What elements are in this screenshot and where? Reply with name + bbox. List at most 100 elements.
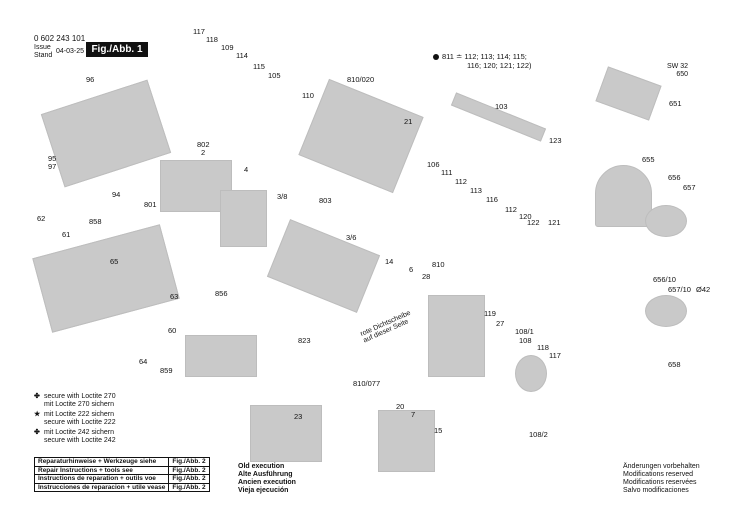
note-811-line1: 811 ≐ 112; 113; 114; 115;: [442, 52, 527, 61]
callout-95: 95: [48, 154, 57, 163]
wrench-size: SW 32: [667, 63, 689, 70]
fan-baffle-part: [220, 190, 267, 247]
callout-7: 7: [411, 410, 416, 419]
callout-657: 657: [683, 183, 696, 192]
repair-text: Repair Instructions + tools see: [33, 465, 170, 475]
callout-121: 121: [548, 218, 561, 227]
callout-21: 21: [404, 117, 413, 126]
spindle-part: [450, 92, 547, 142]
callout-112-b: 112: [505, 205, 517, 214]
callout-3-8: 3/8: [277, 192, 288, 201]
callout-122: 122: [527, 218, 540, 227]
document-code: 0 602 243 101: [34, 34, 86, 43]
note-811: 811 ≐ 112; 113; 114; 115; 116; 120; 121;…: [433, 52, 532, 70]
flange-nut-alt-part: [645, 295, 687, 327]
bearing-flange-part: [428, 295, 485, 377]
legend-270-line1: secure with Loctite 270: [44, 393, 116, 400]
callout-655: 655: [642, 155, 655, 164]
callout-859: 859: [160, 366, 173, 375]
callout-63: 63: [170, 292, 179, 301]
callout-810: 810: [432, 260, 445, 269]
callout-15: 15: [434, 426, 443, 435]
callout-4: 4: [244, 165, 249, 174]
callout-802: 802: [197, 140, 210, 149]
wrench-part-651: 651: [669, 99, 682, 108]
callout-657-10: 657/10: [668, 285, 691, 294]
callout-656: 656: [668, 173, 681, 182]
issue-label: Issue: [34, 44, 51, 51]
callout-117: 117: [193, 27, 205, 36]
handle-part: [32, 224, 180, 333]
field-coil-part: [160, 160, 232, 212]
repair-text: Instructions de reparation + outils voe: [33, 474, 170, 484]
armature-part: [266, 219, 381, 313]
callout-117-b: 117: [549, 351, 561, 360]
callout-6: 6: [409, 265, 414, 274]
callout-108-2: 108/2: [529, 430, 548, 439]
figure-label: Fig./Abb. 1: [86, 42, 148, 57]
repair-fig: Fig./Abb. 2: [168, 474, 210, 484]
loctite-222-icon: ★: [34, 411, 41, 418]
filled-dot-icon: [433, 54, 439, 61]
callout-61: 61: [62, 230, 71, 239]
callout-14: 14: [385, 257, 394, 266]
gear-cover-part: [378, 410, 435, 472]
callout-118: 118: [206, 35, 218, 44]
modifications-note: Änderungen vorbehalten Modifications res…: [623, 463, 700, 495]
motor-housing-part: [40, 79, 172, 188]
repair-fig: Fig./Abb. 2: [168, 482, 210, 492]
pinion-part: [515, 355, 547, 392]
callout-856: 856: [215, 289, 228, 298]
legend-270-line2: mit Loctite 270 sichern: [44, 401, 115, 408]
stand-label: Stand: [34, 52, 53, 59]
callout-65: 65: [110, 257, 119, 266]
repair-text: Instrucciones de reparacion + utile veas…: [33, 482, 170, 492]
callout-108: 108: [519, 336, 532, 345]
callout-110: 110: [302, 91, 314, 100]
callout-119: 119: [484, 309, 496, 318]
callout-diameter-42: Ø42: [696, 285, 711, 294]
modifications-es: Salvo modificaciones: [623, 487, 689, 494]
callout-103: 103: [495, 102, 508, 111]
table-row: Instrucciones de reparacion + utile veas…: [33, 482, 210, 492]
repair-fig: Fig./Abb. 2: [168, 465, 210, 475]
callout-28: 28: [422, 272, 431, 281]
old-execution-es: Vieja ejecución: [238, 487, 289, 494]
callout-118-b: 118: [537, 343, 549, 352]
legend-242-line2: secure with Loctite 242: [44, 437, 116, 444]
callout-96: 96: [86, 75, 95, 84]
legend-loctite-242: ✤ mit Loctite 242 sichern secure with Loc…: [34, 429, 116, 445]
old-execution-note: Old execution Alte Ausführung Ancien exe…: [238, 463, 296, 495]
callout-801: 801: [144, 200, 157, 209]
callout-114: 114: [236, 51, 248, 60]
callout-105: 105: [268, 71, 281, 80]
loctite-242-icon: ✤: [34, 429, 40, 436]
callout-97: 97: [48, 162, 57, 171]
callout-3-6: 3/6: [346, 233, 357, 242]
callout-106: 106: [427, 160, 440, 169]
old-execution-de: Alte Ausführung: [238, 471, 293, 478]
callout-113: 113: [470, 186, 482, 195]
gear-housing-part: [298, 78, 424, 194]
callout-108-1: 108/1: [515, 327, 534, 336]
callout-112-a: 112: [455, 177, 467, 186]
guard-part: [595, 165, 652, 227]
callout-120: 120: [519, 212, 532, 221]
callout-123: 123: [549, 136, 562, 145]
legend-loctite-270: ✤secure with Loctite 270 mit Loctite 270…: [34, 393, 116, 409]
flange-nut-part: [645, 205, 687, 237]
legend-242-line1: mit Loctite 242 sichern: [44, 429, 115, 436]
callout-60: 60: [168, 326, 177, 335]
old-execution-en: Old execution: [238, 463, 285, 470]
callout-111: 111: [441, 168, 453, 177]
modifications-de: Änderungen vorbehalten: [623, 463, 700, 470]
callout-810-020: 810/020: [347, 75, 375, 84]
wrench-part: [595, 66, 662, 121]
callout-823: 823: [298, 336, 311, 345]
callout-64: 64: [139, 357, 148, 366]
note-811-line2: 116; 120; 121; 122): [467, 61, 532, 70]
callout-2: 2: [201, 148, 206, 157]
issue-date: 04-03-25: [56, 48, 85, 55]
